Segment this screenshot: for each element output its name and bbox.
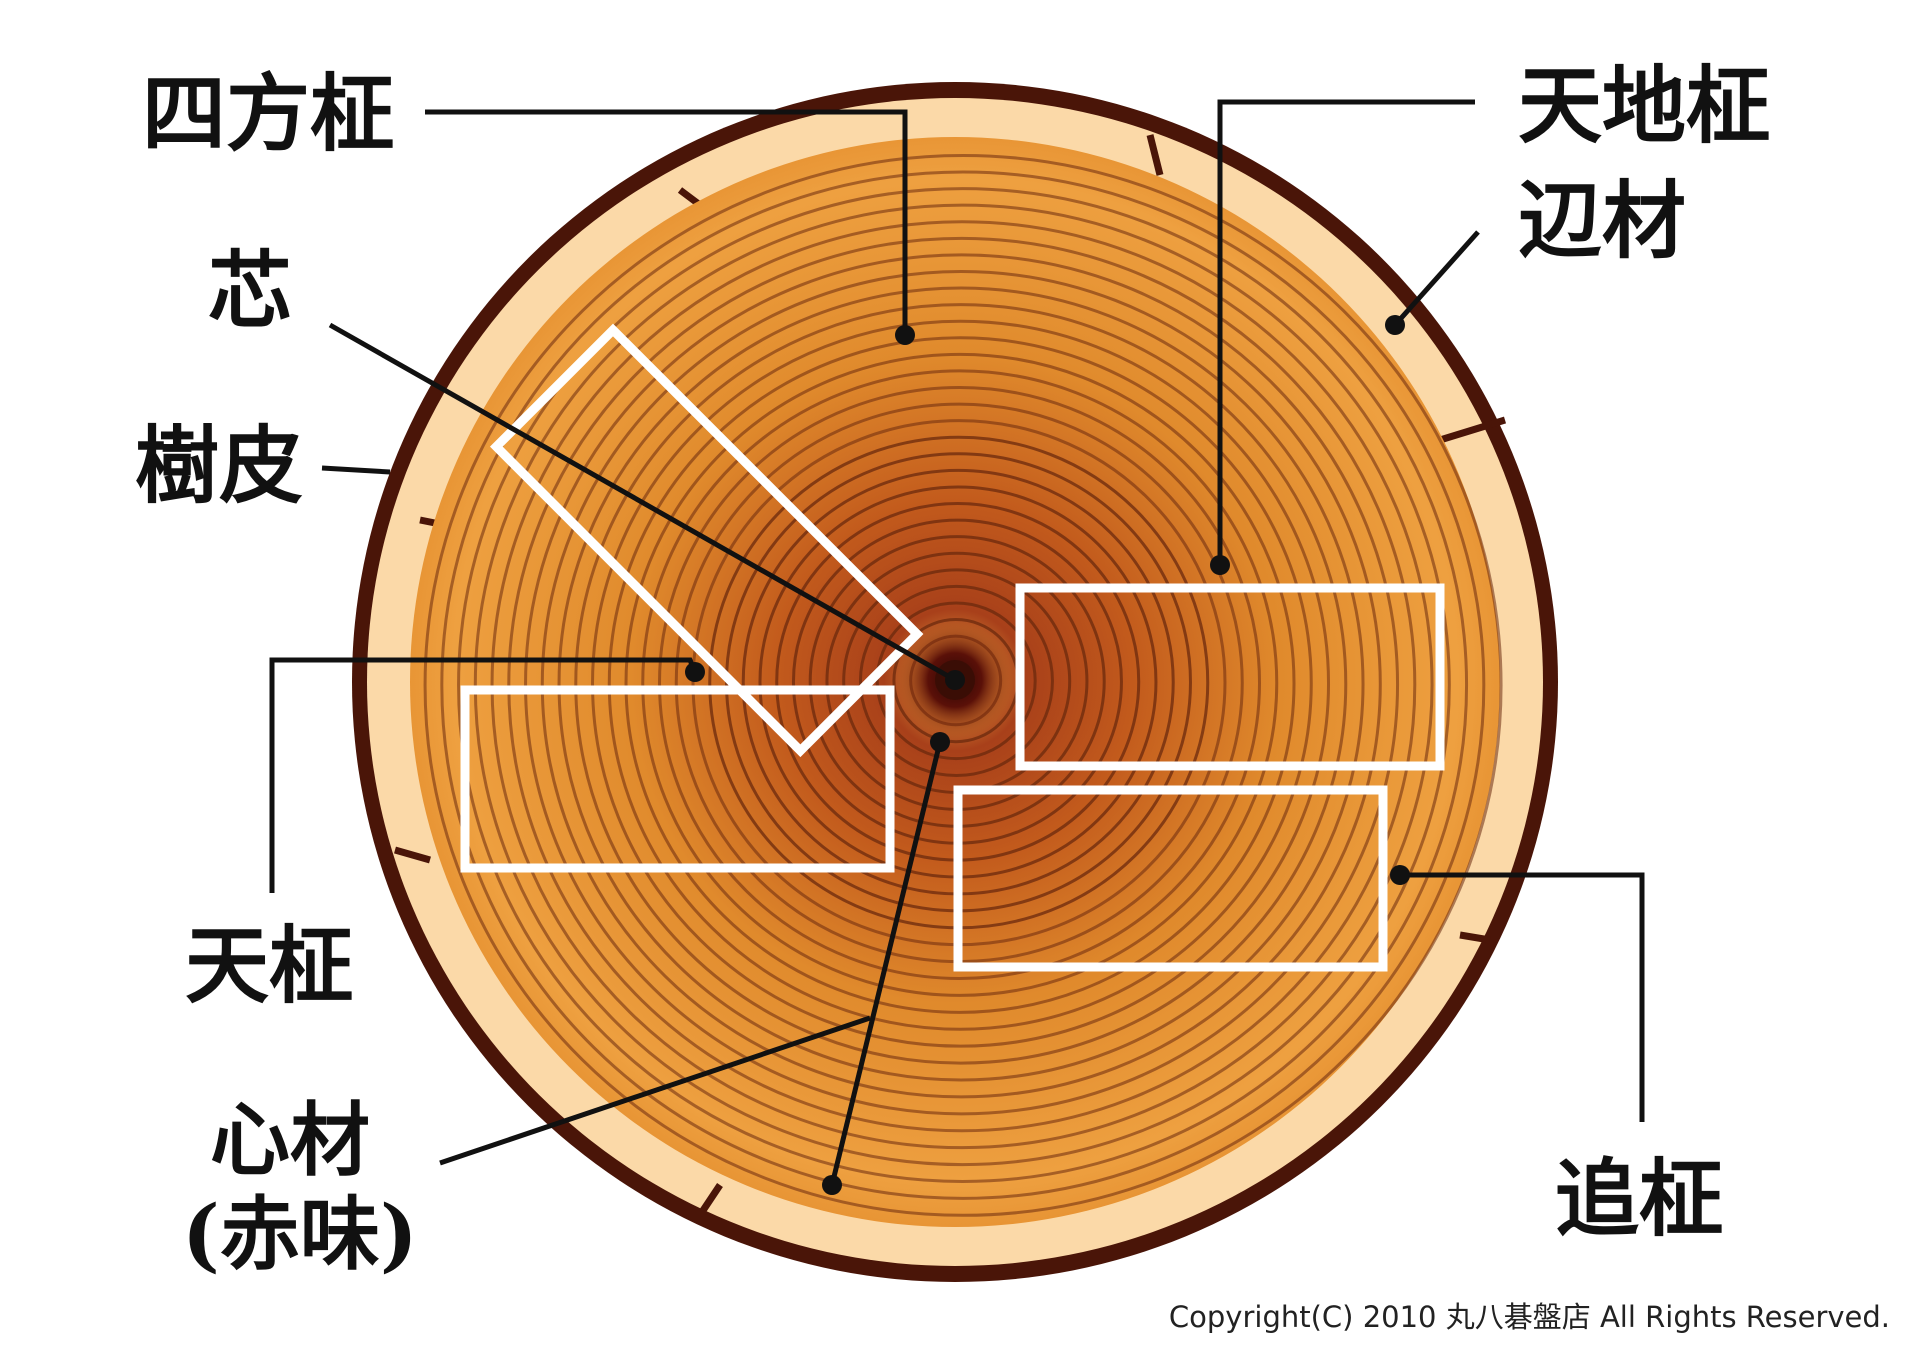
- leader-shinzai-upper: [439, 1015, 871, 1166]
- growth-ring: [658, 386, 1261, 980]
- growth-ring: [440, 170, 1486, 1200]
- growth-ring: [607, 336, 1313, 1031]
- label-oi-masa: 追柾: [1555, 1149, 1723, 1248]
- label-henzai: 辺材: [1518, 171, 1686, 270]
- label-juhi: 樹皮: [135, 416, 303, 515]
- copyright-notice: Copyright(C) 2010 丸八碁盤店 All Rights Reser…: [1169, 1300, 1890, 1334]
- leader-shihou-masa: [425, 109, 908, 335]
- cut-tenchi-masa: [1015, 583, 1445, 771]
- label-akami: (赤味): [182, 1187, 418, 1281]
- growth-ring: [540, 269, 1382, 1099]
- leader-henzai: [1393, 230, 1480, 327]
- growth-ring: [524, 253, 1400, 1116]
- dot-shinzai-upper: [930, 732, 950, 752]
- growth-ring: [457, 187, 1469, 1183]
- leader-oi-masa: [1400, 872, 1645, 1122]
- growth-ring: [591, 319, 1331, 1048]
- dot-tenchi-masa: [1210, 555, 1230, 575]
- growth-ring: [641, 369, 1279, 997]
- growth-ring: [557, 286, 1365, 1082]
- cut-oi-masa: [953, 785, 1388, 972]
- growth-ring: [490, 220, 1434, 1150]
- leader-shinzai-lower: [829, 741, 943, 1186]
- leader-juhi: [321, 465, 391, 475]
- growth-ring: [574, 303, 1348, 1065]
- growth-ring: [473, 203, 1451, 1167]
- label-shinzai: 心材: [210, 1093, 370, 1187]
- growth-ring: [507, 236, 1417, 1133]
- label-ten-masa: 天柾: [185, 916, 353, 1015]
- dot-shinzai-lower: [822, 1175, 842, 1195]
- dot-shihou-masa: [895, 325, 915, 345]
- growth-ring: [624, 352, 1296, 1014]
- label-shihou-masa: 四方柾: [142, 64, 394, 163]
- dot-shin: [945, 670, 965, 690]
- dot-ten-masa: [685, 662, 705, 682]
- growth-ring: [875, 601, 1037, 761]
- leader-shin: [328, 322, 957, 683]
- cut-ten-masa: [460, 685, 895, 873]
- label-tenchi-masa: 天地柾: [1518, 56, 1770, 155]
- growth-ring: [423, 153, 1503, 1217]
- growth-ring: [858, 584, 1054, 778]
- label-shin: 芯: [208, 241, 292, 340]
- dot-henzai: [1385, 315, 1405, 335]
- leader-tenchi-masa: [1217, 99, 1475, 565]
- dot-oi-masa: [1390, 865, 1410, 885]
